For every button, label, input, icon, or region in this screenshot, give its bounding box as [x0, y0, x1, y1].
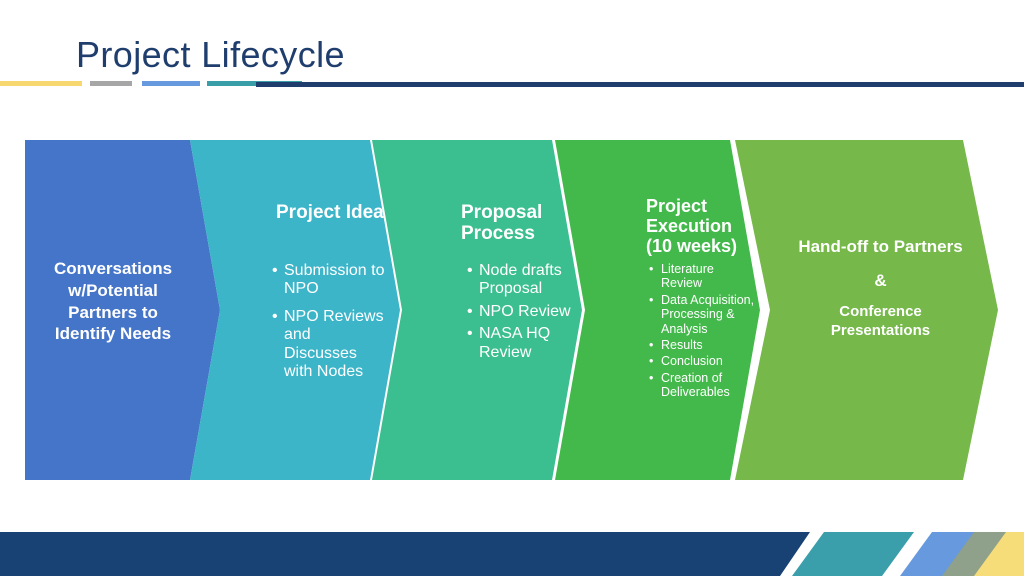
process-stage-1[interactable]: Conversations w/Potential Partners to Id… — [25, 140, 220, 480]
process-stage-3[interactable]: Proposal Process •Node drafts Proposal •… — [372, 140, 582, 480]
bullet-dot-icon: • — [649, 292, 654, 307]
top-rule-segment-teal — [207, 81, 302, 86]
list-item: •Creation of Deliverables — [649, 370, 730, 399]
list-item: •Conclusion — [649, 354, 723, 369]
list-item: •Submission to NPO — [272, 262, 385, 298]
list-item: •Literature Review — [649, 262, 714, 291]
top-rule-segment-gray — [90, 81, 132, 86]
top-rule-segment-navy — [256, 82, 1024, 87]
bullet-dot-icon: • — [649, 354, 654, 369]
process-flow-diagram: Conversations w/Potential Partners to Id… — [0, 140, 1024, 480]
page-title: Project Lifecycle — [76, 34, 345, 75]
top-rule-segment-blue — [142, 81, 200, 86]
process-stage-4[interactable]: Project Execution (10 weeks) •Literature… — [555, 140, 760, 480]
bullet-dot-icon: • — [272, 262, 278, 279]
stage-5-label-group: Hand-off to Partners & Conference Presen… — [789, 236, 972, 341]
bullet-dot-icon: • — [649, 337, 654, 352]
process-stage-5[interactable]: Hand-off to Partners & Conference Presen… — [735, 140, 998, 480]
stage-3-bullet-list: •Node drafts Proposal •NPO Review •NASA … — [467, 262, 579, 366]
bottom-band-segment-navy — [0, 532, 810, 576]
stage-5-subtext: Conference Presentations — [830, 303, 931, 340]
list-item: •NASA HQ Review — [467, 325, 551, 361]
bullet-dot-icon: • — [272, 307, 278, 325]
list-item: •Data Acquisition, Processing & Analysis — [649, 292, 755, 336]
stage-4-heading: Project Execution (10 weeks) — [646, 196, 738, 257]
bullet-dot-icon: • — [649, 262, 654, 276]
list-item: •NPO Reviews and Discusses with Nodes — [272, 307, 384, 380]
stage-5-shape — [735, 140, 998, 480]
stage-4-bullet-list: •Literature Review •Data Acquisition, Pr… — [649, 262, 755, 401]
stage-3-shape — [372, 140, 582, 480]
bottom-decorative-band — [0, 532, 1024, 576]
bullet-dot-icon: • — [649, 370, 654, 385]
list-item: •Results — [649, 337, 703, 352]
stage-2-heading: Project Idea — [276, 202, 384, 223]
top-rule-segment-yellow — [0, 81, 82, 86]
bottom-band-segment-teal — [792, 532, 914, 576]
process-stage-2[interactable]: Project Idea •Submission to NPO •NPO Rev… — [190, 140, 400, 480]
stage-2-shape — [190, 140, 400, 480]
list-item: •Node drafts Proposal — [467, 262, 562, 298]
stage-1-shape — [25, 140, 220, 480]
list-item: •NPO Review — [467, 302, 571, 320]
bullet-dot-icon: • — [467, 302, 473, 320]
stage-5-heading: Hand-off to Partners — [798, 237, 963, 256]
bullet-dot-icon: • — [467, 325, 473, 343]
stage-3-heading: Proposal Process — [461, 202, 543, 245]
stage-4-shape — [555, 140, 760, 480]
stage-1-label: Conversations w/Potential Partners to Id… — [53, 259, 173, 344]
stage-2-bullet-list: •Submission to NPO •NPO Reviews and Disc… — [272, 262, 388, 390]
stage-5-ampersand: & — [874, 271, 887, 291]
bullet-dot-icon: • — [467, 262, 473, 279]
